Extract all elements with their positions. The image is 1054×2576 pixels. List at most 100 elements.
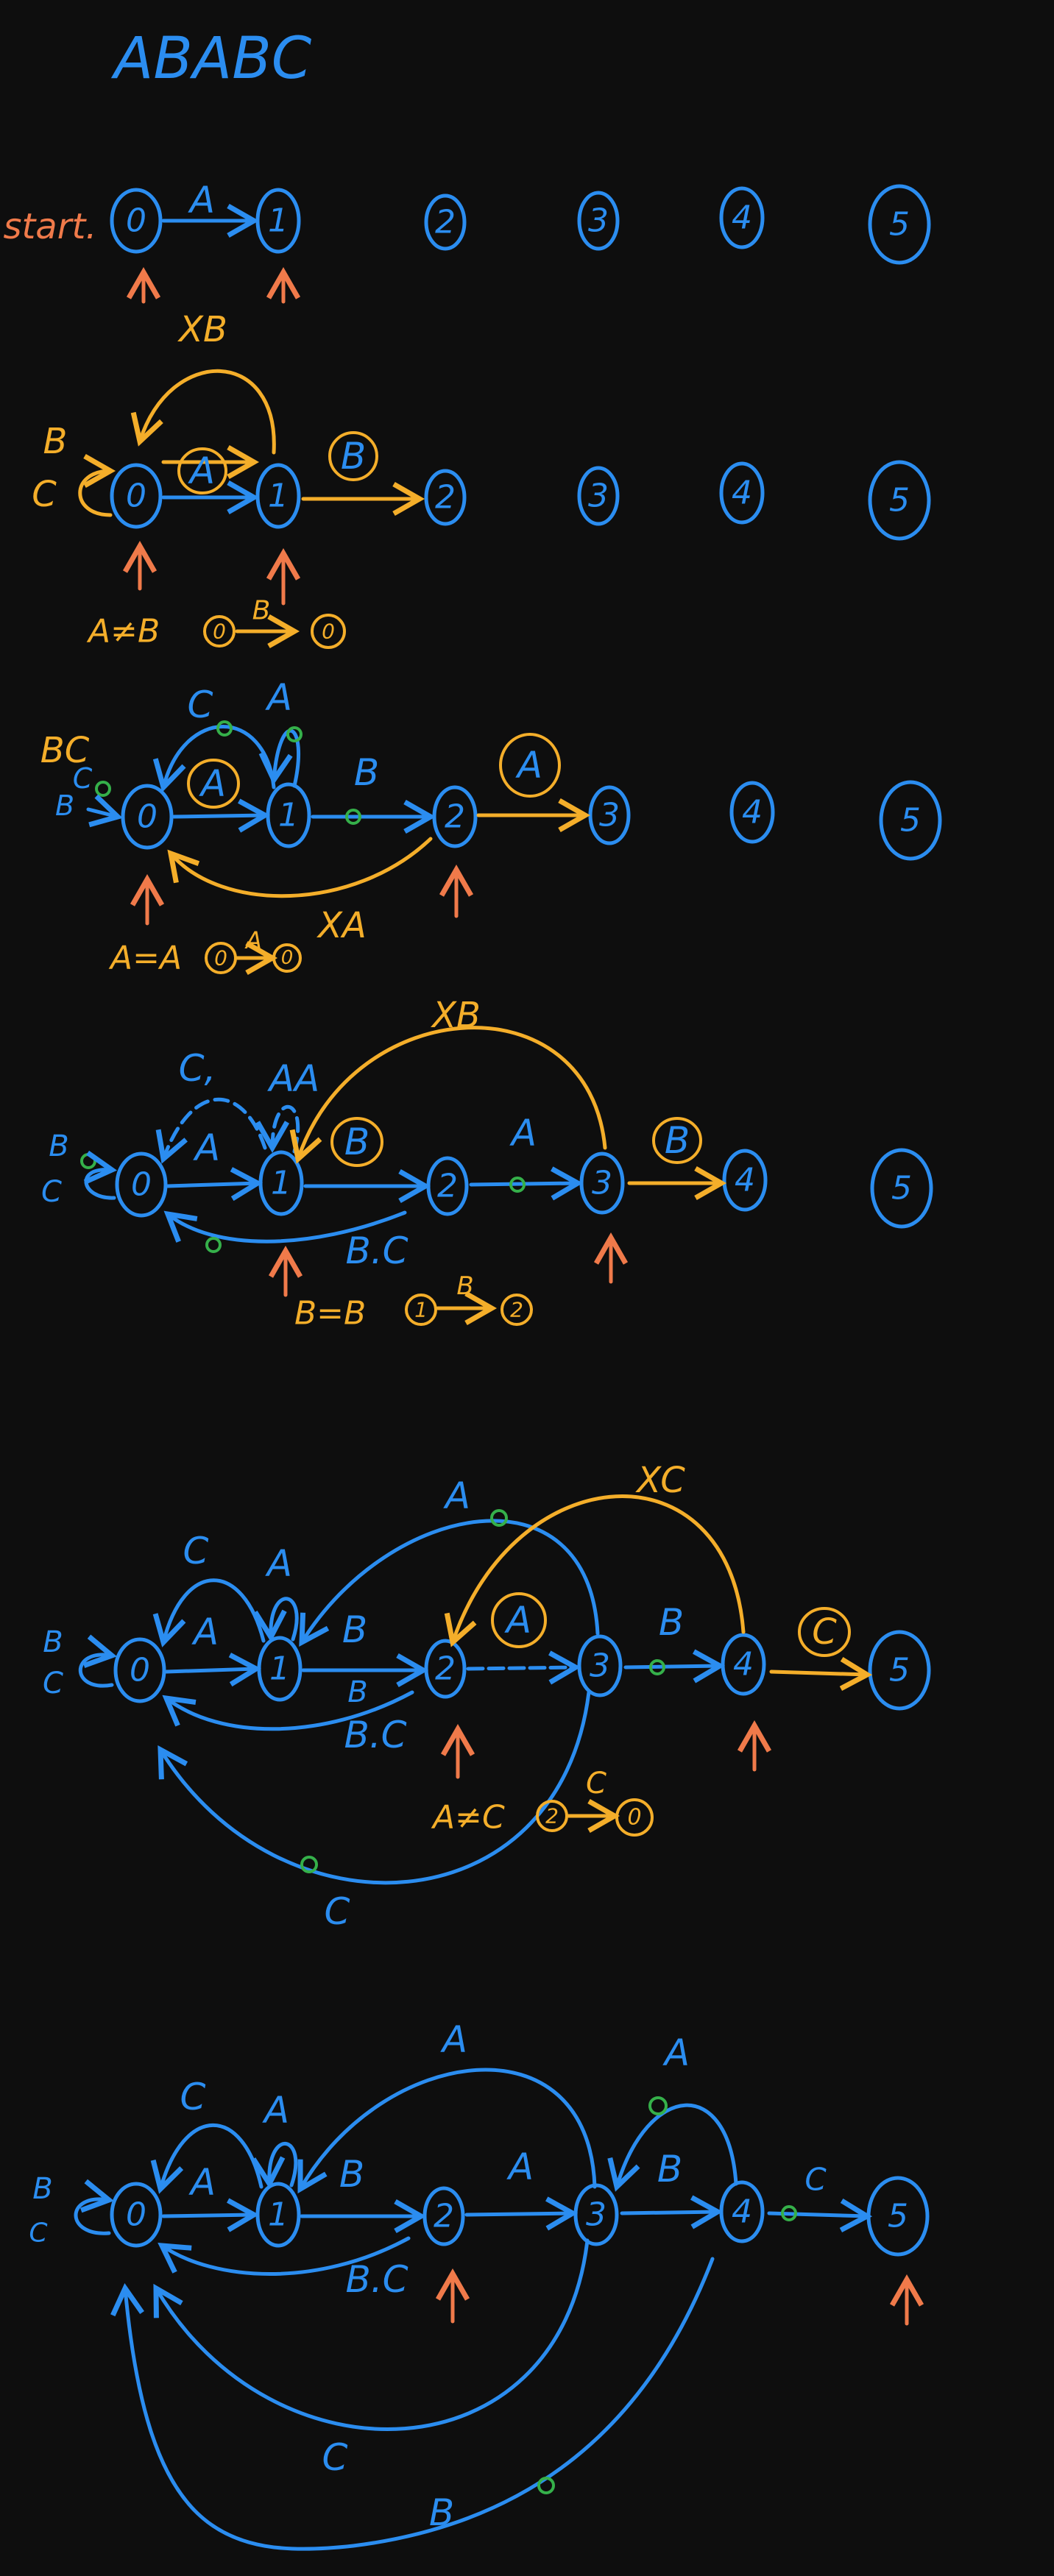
highlight-circle-A — [177, 447, 227, 494]
highlight-circle-C — [798, 1607, 851, 1657]
loop-C-label: C, — [179, 1047, 216, 1090]
stage-4: 0 1 2 3 4 5 B C A B A B C, AA B.C X — [41, 995, 933, 1333]
edge-4-5-label: C — [804, 2162, 827, 2198]
note-to: 0 — [627, 1805, 641, 1831]
edge-4-5 — [767, 2198, 873, 2233]
stage-3: 0 1 2 3 4 5 BC B C A B A C A XA — [40, 676, 942, 977]
edge-2-3-label: A — [506, 2146, 534, 2188]
edge-1-2-label: B — [344, 1121, 369, 1163]
node-0-label: 0 — [131, 1166, 152, 1204]
self-loop-C-label: C — [32, 474, 57, 515]
note-to-circle — [501, 1294, 533, 1326]
node-0: 0 — [121, 784, 174, 850]
arc-3-0-C — [153, 2238, 590, 2431]
new-transition-dot — [509, 1177, 526, 1193]
edge-3-4 — [623, 1649, 726, 1683]
edge-1-2-label: B — [339, 2153, 364, 2196]
arc-A-label: A — [443, 1475, 470, 1517]
node-2-label: 2 — [435, 204, 456, 241]
node-4-label: 4 — [735, 1162, 755, 1199]
loop-1-self-A — [252, 1597, 299, 1643]
node-4-label: 4 — [732, 475, 752, 512]
note-from-circle — [405, 1294, 437, 1326]
edge-3-4 — [620, 2195, 724, 2229]
node-1: 1 — [255, 188, 301, 254]
back-edge-label: B.C — [345, 1230, 408, 1272]
node-4-label: 4 — [733, 1646, 754, 1683]
edge-0-1-label: A — [193, 1126, 220, 1169]
node-3-label: 3 — [586, 2196, 606, 2234]
self-loop-B-label: B — [55, 790, 74, 822]
node-4: 4 — [721, 1633, 766, 1696]
new-transition-dot — [648, 2096, 668, 2115]
new-transition-dot — [537, 2477, 555, 2494]
loop-C-label: C — [180, 2076, 206, 2118]
node-1: 1 — [255, 2182, 301, 2248]
fail-arc-4-2 — [444, 1494, 746, 1647]
note-to-circle — [615, 1798, 654, 1837]
fail-arc-label: XB — [177, 309, 227, 350]
node-1: 1 — [255, 463, 301, 529]
note-compare: A≠C — [431, 1799, 505, 1837]
start-label: start. — [3, 206, 96, 247]
edge-2-3 — [464, 2196, 579, 2231]
node-2: 2 — [424, 469, 467, 526]
edge-0-1-label: A — [188, 179, 215, 221]
node-4: 4 — [719, 461, 765, 525]
node-1-label: 1 — [278, 797, 299, 834]
node-0: 0 — [110, 188, 163, 254]
self-loop-0 — [86, 794, 123, 828]
arc-B-label: B — [429, 2491, 454, 2534]
note-from: 1 — [414, 1298, 428, 1322]
stage-6: 0 1 2 3 4 5 B C A B A B C C A B.C A — [29, 2018, 930, 2551]
note-to: 2 — [510, 1298, 523, 1322]
note-to-circle — [272, 943, 302, 973]
self-loop-0 — [78, 453, 116, 517]
loop-A-label: A — [265, 1542, 292, 1585]
edge-2-3 — [466, 1650, 581, 1685]
arc-4-0-B — [110, 2257, 715, 2551]
node-2-label: 2 — [437, 1168, 458, 1205]
node-3: 3 — [577, 191, 620, 251]
arc-C-label: C — [322, 2436, 348, 2479]
node-0: 0 — [110, 2182, 163, 2248]
loop-1-0-C — [155, 1097, 267, 1164]
edge-2-3-label: A — [515, 744, 542, 787]
new-transition-dot — [649, 1659, 665, 1675]
fail-arc-label: XB — [430, 995, 481, 1036]
loop-A-label: A — [262, 2089, 289, 2132]
stage3-nodes: 0 1 2 3 4 5 — [121, 780, 942, 861]
edge-0-1 — [166, 1167, 264, 1202]
node-5-label: 5 — [888, 2198, 908, 2235]
node-2: 2 — [424, 1639, 467, 1699]
node-3-label: 3 — [590, 1647, 610, 1685]
loop-1-self-A — [251, 2141, 298, 2190]
note-symbol: B — [456, 1271, 473, 1301]
edge-0-1-label: A — [199, 762, 226, 805]
fail-arc-label: XA — [316, 905, 367, 946]
new-transition-dot — [286, 726, 303, 742]
edge-0-1-label: A — [188, 2161, 216, 2204]
node-2-label: 2 — [445, 798, 465, 836]
node-5-label: 5 — [891, 1170, 912, 1207]
node-2: 2 — [432, 785, 478, 848]
self-loop-0 — [74, 2179, 114, 2235]
edge-0-1-label: A — [188, 450, 215, 492]
fail-arc-3-1 — [289, 1026, 607, 1164]
node-1: 1 — [266, 782, 311, 848]
node-2: 2 — [424, 194, 467, 251]
node-3-label: 3 — [588, 478, 609, 515]
note-symbol: C — [586, 1767, 606, 1800]
note-from: 0 — [214, 946, 227, 971]
edge-3-4-label: B — [665, 1119, 690, 1162]
self-loop-C-label: C — [29, 2218, 48, 2249]
fail-arc-2-0 — [167, 837, 433, 898]
node-3-label: 3 — [588, 202, 609, 240]
node-5: 5 — [868, 1630, 931, 1711]
node-1: 1 — [258, 1150, 304, 1216]
node-4: 4 — [722, 1149, 768, 1212]
edge-3-4-label: B — [657, 2148, 682, 2190]
self-loop-B-label: B — [43, 421, 68, 462]
stage2-nodes: 0 1 2 3 4 5 — [110, 460, 931, 541]
